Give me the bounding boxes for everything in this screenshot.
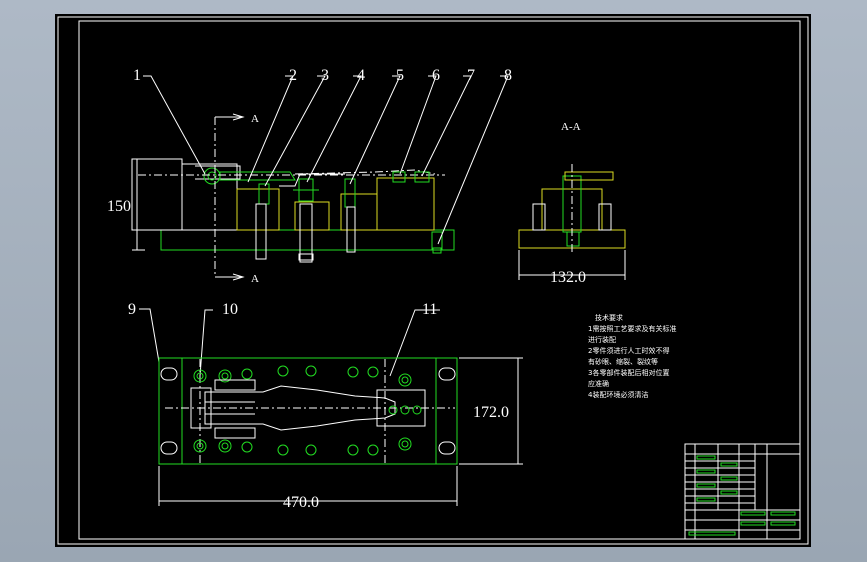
balloon-7: 7 xyxy=(467,67,475,84)
note-line: 4装配环境必须清洁 xyxy=(588,390,648,399)
pivot-pin xyxy=(203,167,221,185)
clamp-block-right xyxy=(340,193,378,231)
balloon-3: 3 xyxy=(321,67,329,84)
dim-plan-width: 470.0 xyxy=(283,494,319,511)
balloon-9: 9 xyxy=(128,301,136,318)
note-line: 进行装配 xyxy=(588,335,616,344)
dim-section-width: 132.0 xyxy=(550,269,586,286)
section-view-title: A-A xyxy=(561,121,581,133)
note-line: 3各零部件装配后相对位置 xyxy=(588,368,669,377)
front-view: A A 150 xyxy=(107,113,455,285)
balloon-6: 6 xyxy=(432,67,440,84)
section-mark-top: A xyxy=(251,113,259,125)
outer-border xyxy=(57,16,809,545)
clamp-block-left xyxy=(236,188,280,231)
note-line: 1需按照工艺要求及有关标准 xyxy=(588,324,676,333)
plan-view: 470.0 172.0 xyxy=(158,357,523,511)
balloon-8: 8 xyxy=(504,67,512,84)
title-block xyxy=(684,443,801,540)
balloon-labels: 1 2 3 4 5 6 7 8 9 10 11 xyxy=(128,67,512,318)
balloon-leaders xyxy=(139,75,509,377)
left-support xyxy=(131,158,183,231)
dim-height-150: 150 xyxy=(107,198,131,215)
section-view-aa: A-A 132.0 xyxy=(518,121,626,286)
balloon-11: 11 xyxy=(422,301,437,318)
base-plate xyxy=(160,229,455,251)
notes-heading: 技术要求 xyxy=(595,313,623,322)
balloon-2: 2 xyxy=(289,67,297,84)
cad-viewport[interactable]: A A 150 1 2 3 4 5 6 7 8 9 10 11 A-A xyxy=(55,14,811,547)
end-block xyxy=(376,177,435,231)
inner-border xyxy=(78,20,801,540)
dim-plan-height: 172.0 xyxy=(473,404,509,421)
note-line: 有砂眼、缩裂、裂纹等 xyxy=(588,357,658,366)
balloon-10: 10 xyxy=(222,301,238,318)
note-line: 应准确 xyxy=(588,379,609,388)
balloon-1: 1 xyxy=(133,67,141,84)
note-line: 2零件须进行人工时效不得 xyxy=(588,346,669,355)
section-mark-bottom: A xyxy=(251,273,259,285)
balloon-5: 5 xyxy=(396,67,404,84)
balloon-4: 4 xyxy=(357,67,365,84)
plan-base xyxy=(158,357,458,465)
fixture-assembly-drawing: A A 150 1 2 3 4 5 6 7 8 9 10 11 A-A xyxy=(57,16,809,545)
technical-notes: 技术要求 1需按照工艺要求及有关标准 进行装配 2零件须进行人工时效不得 有砂眼… xyxy=(588,313,676,399)
